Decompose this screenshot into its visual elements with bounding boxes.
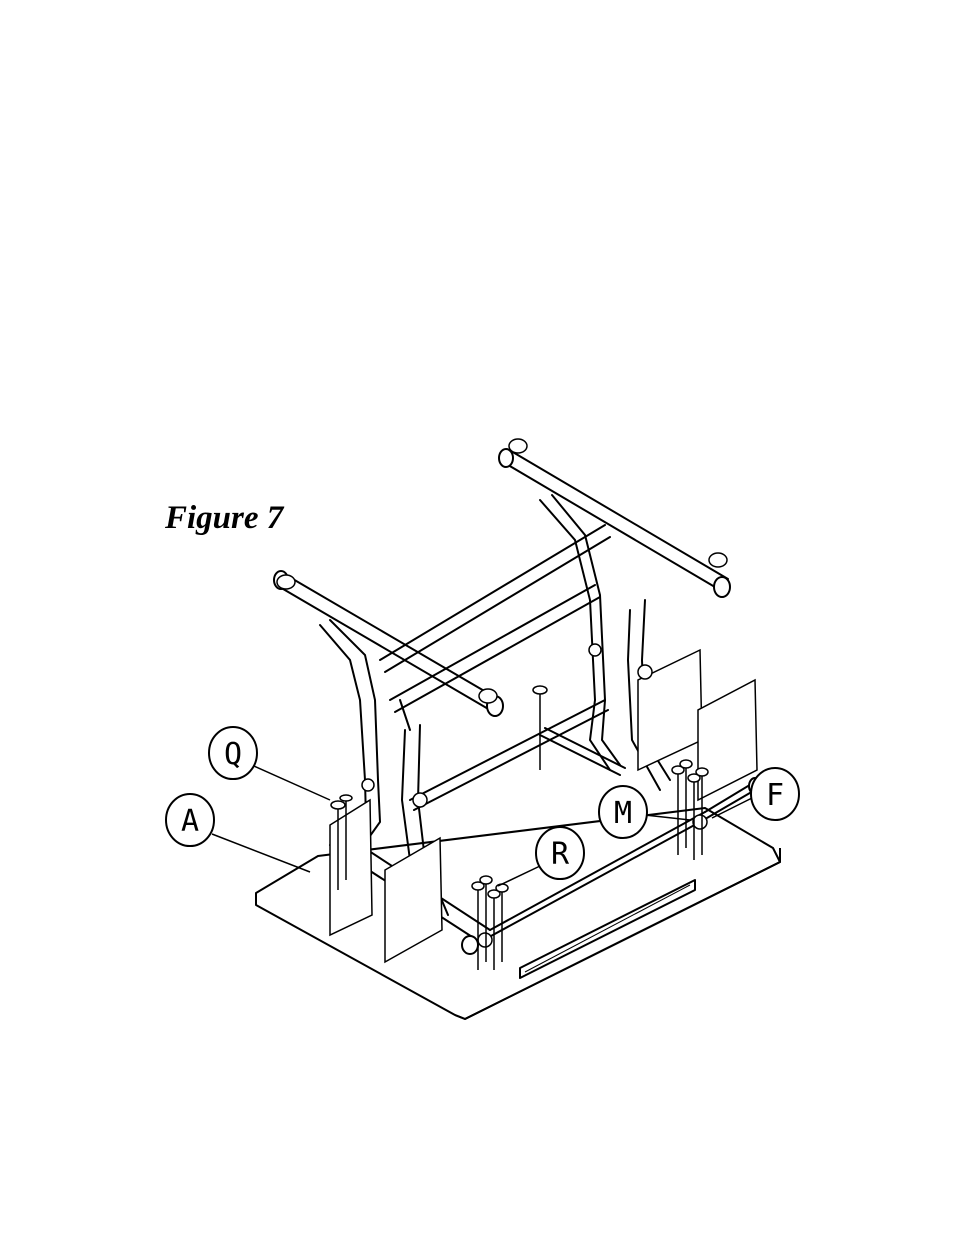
callout-label-a: A <box>181 804 199 839</box>
callout-label-q: Q <box>224 737 242 772</box>
callout-A: A <box>166 794 214 846</box>
callout-R: R <box>536 827 584 879</box>
callout-label-f: F <box>766 778 784 813</box>
callout-F: F <box>751 768 799 820</box>
callout-label-r: R <box>551 837 570 872</box>
callout-Q: Q <box>209 727 257 779</box>
callout-label-m: M <box>614 796 632 831</box>
callout-M: M <box>599 786 647 838</box>
